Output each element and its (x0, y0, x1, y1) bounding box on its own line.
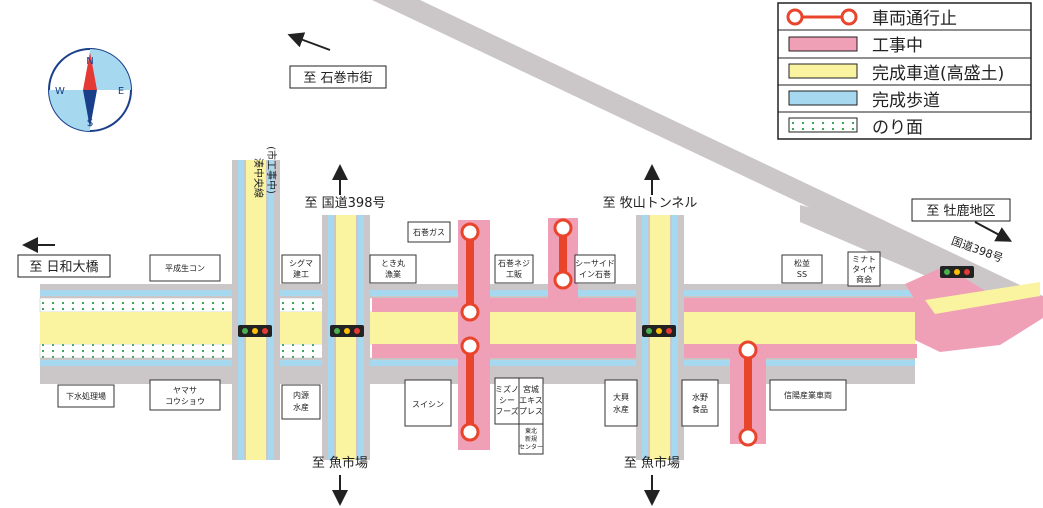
bld-seaside-1: シーサイド (575, 259, 615, 268)
closed-segments (460, 218, 758, 447)
legend-construction-swatch (788, 36, 858, 52)
legend: 車両通行止 工事中 完成車道(高盛土) 完成歩道 のり面 (777, 2, 1032, 140)
bld-center-1: 東北 (525, 427, 537, 435)
bld-shinyo: 信陽産業車両 (784, 390, 832, 400)
bld-yamasa-1: ヤマサ (173, 386, 197, 395)
dest-ishinomaki: 至 石巻市街 (303, 70, 372, 86)
bld-sigma-1: シグマ (289, 258, 313, 268)
buildings: 平成生コン シグマ 建工 とき丸 漁業 石巻ガス 石巻ネジ 工販 シーサイド イ… (57, 221, 881, 455)
bld-mizuno-food-2: 食品 (692, 404, 708, 414)
legend-sidewalk-swatch (788, 90, 858, 106)
cross-road-west (232, 160, 280, 460)
dest-oshika: 至 牡鹿地区 (926, 203, 995, 219)
traffic-signal-icon (238, 266, 974, 337)
compass-w: W (55, 86, 65, 97)
legend-roadway-swatch (788, 63, 858, 79)
bld-matsumi-2: SS (797, 270, 807, 279)
dest-uoichiba-1: 至 魚市場 (312, 455, 368, 471)
bld-suishin: スイシン (412, 400, 444, 409)
compass-n: N (86, 56, 93, 67)
legend-closed-label: 車両通行止 (872, 9, 957, 29)
bld-center-2: 新規 (525, 435, 537, 443)
bld-neji-2: 工販 (506, 269, 522, 279)
legend-sidewalk-label: 完成歩道 (872, 91, 940, 111)
cross-road-398 (322, 215, 370, 460)
bld-miyagi-2: エキス (519, 396, 543, 405)
bld-minato-2: タイヤ (852, 265, 876, 274)
bld-uchigen-1: 内源 (293, 390, 309, 400)
bld-heisei: 平成生コン (165, 263, 205, 273)
bld-yamasa-2: コウショウ (165, 397, 205, 406)
bld-tokimaru-2: 漁業 (385, 269, 401, 279)
direction-arrows (22, 32, 1013, 506)
dest-hiyori: 至 日和大橋 (29, 260, 98, 275)
bld-gesui: 下水処理場 (66, 391, 106, 401)
bld-center-3: センター (519, 443, 543, 451)
legend-construction-label: 工事中 (872, 36, 923, 56)
dest-uoichiba-2: 至 魚市場 (624, 455, 680, 471)
bld-sigma-2: 建工 (293, 269, 309, 279)
bld-miyagi-1: 宮城 (523, 384, 539, 394)
compass-s: S (87, 118, 93, 129)
bld-mizuno-1: ミズノ (495, 384, 519, 394)
legend-roadway-label: 完成車道(高盛土) (872, 64, 1004, 84)
bld-tokimaru-1: とき丸 (381, 258, 405, 268)
bld-minato-3: 商会 (856, 274, 872, 284)
bld-daiko-1: 大興 (613, 392, 629, 402)
cross-road-makiyama (636, 215, 684, 460)
bld-miyagi-3: プレス (519, 407, 543, 416)
bld-matsumi-1: 松並 (794, 258, 810, 268)
bld-neji-1: 石巻ネジ (498, 258, 530, 268)
bld-seaside-2: イン石巻 (579, 269, 611, 279)
bld-ishinomaki-gas: 石巻ガス (413, 227, 445, 237)
bld-mizuno-3: フーズ (495, 406, 519, 416)
dest-r398: 至 国道398号 (305, 196, 386, 211)
compass-icon: N E S W (48, 48, 132, 132)
label-minato-chuo: 湊中央線 (252, 158, 265, 198)
compass-e: E (118, 86, 124, 97)
dest-makiyama: 至 牧山トンネル (603, 196, 698, 211)
legend-closed-icon (786, 8, 858, 26)
label-city-construction: (市工事中) (265, 146, 278, 194)
bld-daiko-2: 水産 (613, 404, 629, 414)
legend-slope-label: のり面 (872, 118, 923, 138)
legend-slope-swatch (788, 117, 858, 133)
bld-minato-1: ミナト (852, 255, 876, 264)
bld-mizuno-food-1: 水野 (692, 392, 708, 402)
bld-mizuno-2: シー (499, 396, 515, 405)
bld-uchigen-2: 水産 (293, 402, 309, 412)
